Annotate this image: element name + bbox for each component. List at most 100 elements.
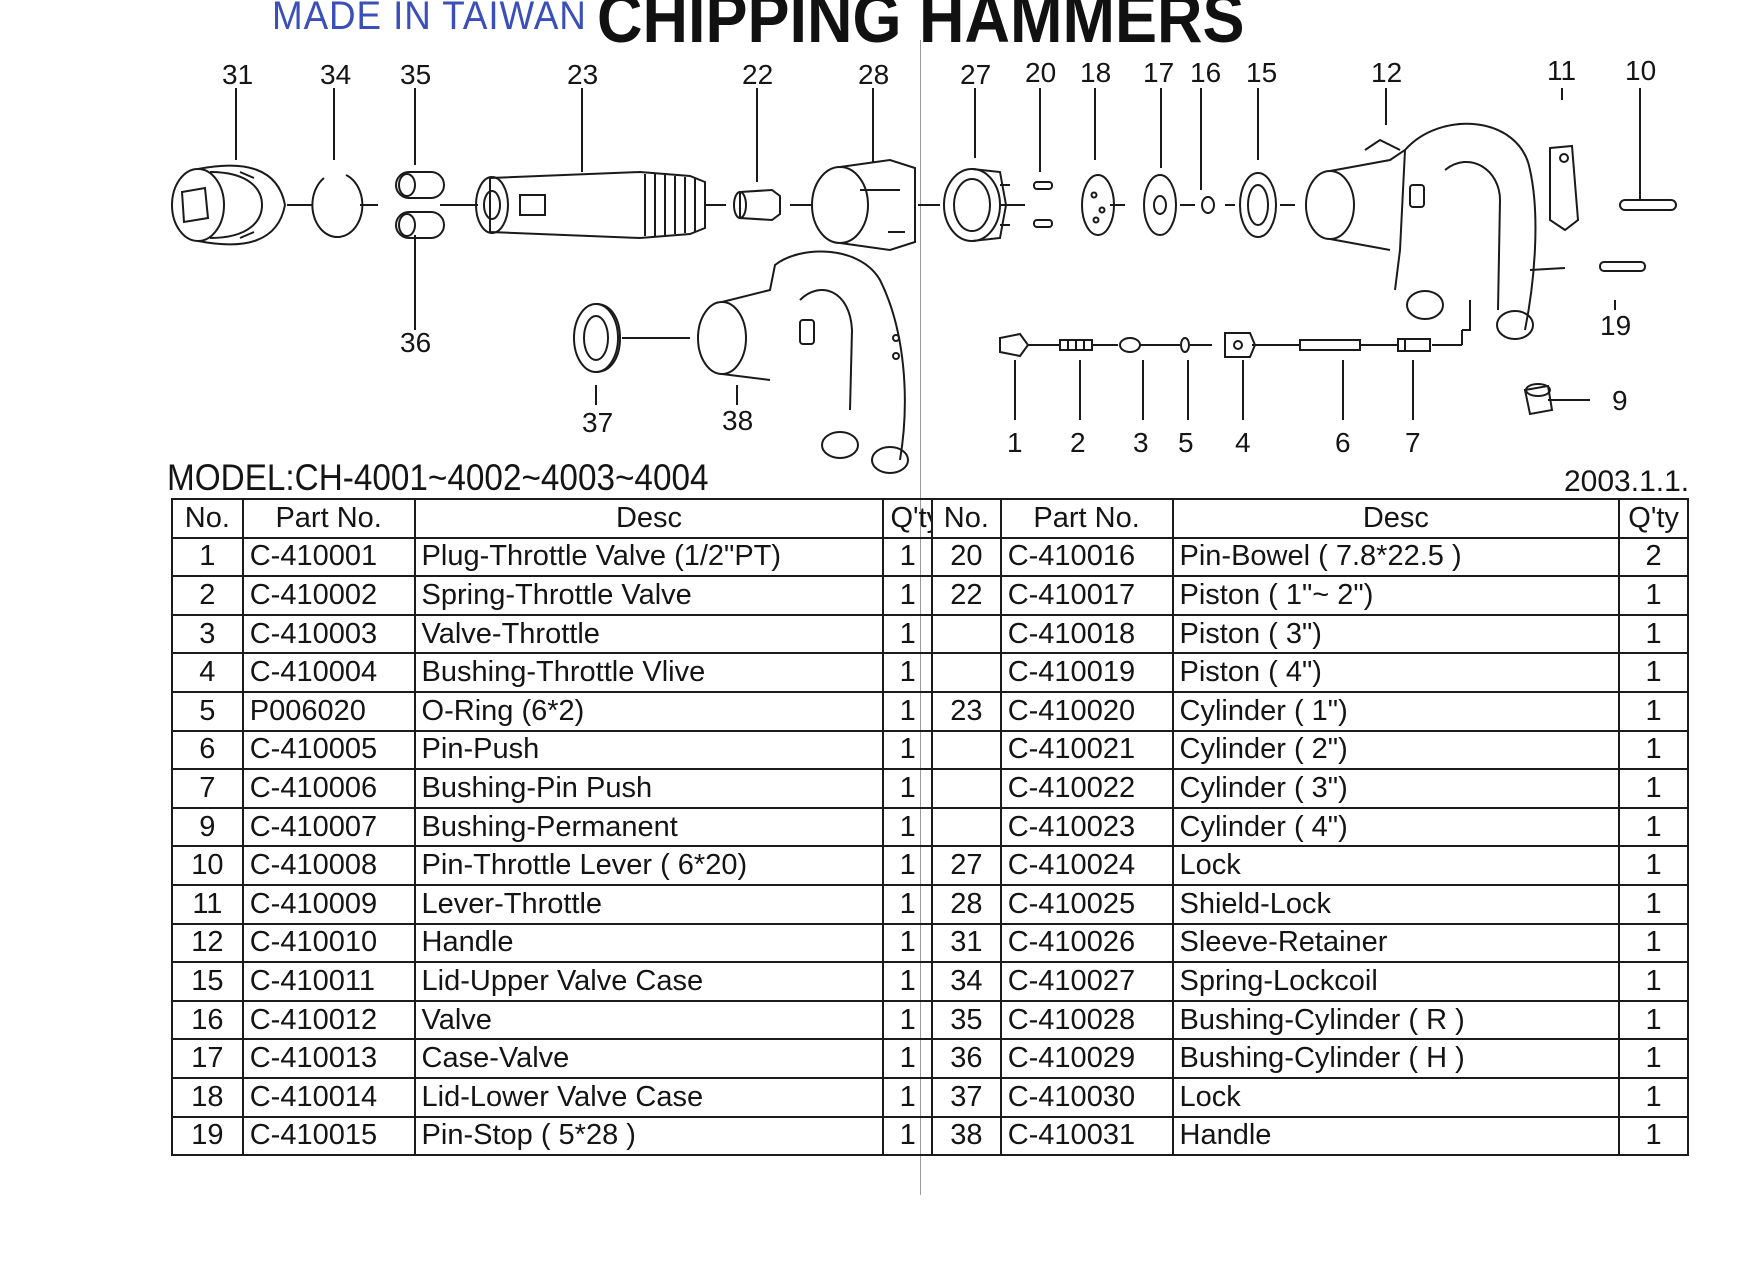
made-in-taiwan-stamp: MADE IN TAIWAN [272, 0, 587, 38]
cell-l-desc: Bushing-Throttle Vlive [413, 652, 885, 693]
cell-l-qty: 1 [882, 613, 933, 655]
cell-l-part: C-410009 [241, 883, 416, 925]
cell-l-desc: Valve-Throttle [413, 613, 885, 655]
callout-17: 17 [1143, 57, 1174, 88]
cell-r-qty: 1 [1618, 845, 1689, 886]
callout-7: 7 [1405, 427, 1421, 458]
callout-38: 38 [722, 405, 753, 436]
cell-l-qty: 1 [882, 999, 933, 1041]
cell-r-no: 23 [930, 690, 1002, 732]
callout-22: 22 [742, 59, 773, 90]
revision-date: 2003.1.1. [1564, 465, 1690, 498]
cell-r-desc: Lock [1171, 845, 1621, 886]
cell-r-desc: Lock [1171, 1076, 1621, 1118]
cell-r-no: 22 [930, 575, 1002, 616]
cell-l-desc: Handle [413, 922, 885, 964]
callout-16: 16 [1190, 57, 1221, 88]
cell-r-desc: Cylinder ( 4") [1171, 806, 1621, 848]
cell-l-no: 16 [171, 999, 244, 1041]
cell-r-part: C-410022 [999, 768, 1174, 809]
cell-r-desc: Pin-Bowel ( 7.8*22.5 ) [1171, 536, 1621, 578]
parts-table: No. Part No. Desc Q'ty No. Part No. Desc… [171, 498, 1689, 1157]
callout-35: 35 [400, 59, 431, 90]
callout-15: 15 [1246, 57, 1277, 88]
cell-r-desc: Cylinder ( 2") [1171, 729, 1621, 771]
callout-31: 31 [222, 59, 253, 90]
cell-l-qty: 1 [882, 1038, 933, 1079]
cell-r-no: 20 [930, 536, 1002, 578]
cell-r-desc: Shield-Lock [1171, 883, 1621, 925]
cell-r-part: C-410019 [999, 652, 1174, 693]
cell-r-no: 36 [930, 1038, 1002, 1079]
cell-r-qty: 1 [1618, 883, 1689, 925]
cell-l-part: C-410008 [241, 845, 416, 886]
cell-l-no: 5 [171, 690, 244, 732]
cell-l-qty: 1 [882, 806, 933, 848]
cell-l-desc: Case-Valve [413, 1038, 885, 1079]
cell-l-desc: Pin-Push [413, 729, 885, 771]
cell-l-qty: 1 [882, 690, 933, 732]
cell-l-no: 6 [171, 729, 244, 771]
cell-l-desc: Pin-Stop ( 5*28 ) [413, 1115, 885, 1157]
callout-36: 36 [400, 327, 431, 358]
cell-l-part: C-410003 [241, 613, 416, 655]
cell-r-qty: 1 [1618, 613, 1689, 655]
cell-l-desc: Lid-Lower Valve Case [413, 1076, 885, 1118]
cell-l-desc: Lid-Upper Valve Case [413, 961, 885, 1002]
cell-r-part: C-410025 [999, 883, 1174, 925]
cell-r-no [930, 768, 1002, 809]
cell-l-qty: 1 [882, 729, 933, 771]
model-line: MODEL:CH-4001~4002~4003~4004 [167, 457, 709, 498]
cell-r-qty: 1 [1618, 652, 1689, 693]
cell-r-qty: 1 [1618, 961, 1689, 1002]
callout-12: 12 [1371, 57, 1402, 88]
cell-l-part: C-410013 [241, 1038, 416, 1079]
cell-r-desc: Sleeve-Retainer [1171, 922, 1621, 964]
callout-10: 10 [1625, 55, 1656, 86]
cell-r-part: C-410027 [999, 961, 1174, 1002]
cell-r-no [930, 729, 1002, 771]
cell-r-no [930, 806, 1002, 848]
cell-r-no: 37 [930, 1076, 1002, 1118]
cell-l-no: 3 [171, 613, 244, 655]
cell-r-desc: Cylinder ( 1") [1171, 690, 1621, 732]
cell-r-no: 34 [930, 961, 1002, 1002]
callout-4: 4 [1235, 427, 1251, 458]
callout-28: 28 [858, 59, 889, 90]
cell-l-desc: Bushing-Permanent [413, 806, 885, 848]
cell-l-part: C-410015 [241, 1115, 416, 1157]
cell-l-no: 4 [171, 652, 244, 693]
cell-l-part: C-410002 [241, 575, 416, 616]
cell-r-qty: 1 [1618, 999, 1689, 1041]
cell-l-qty: 1 [882, 652, 933, 693]
cell-l-qty: 1 [882, 883, 933, 925]
cell-r-part: C-410026 [999, 922, 1174, 964]
callout-6: 6 [1335, 427, 1351, 458]
cell-r-part: C-410023 [999, 806, 1174, 848]
cell-l-desc: Lever-Throttle [413, 883, 885, 925]
cell-l-qty: 1 [882, 961, 933, 1002]
callout-20: 20 [1025, 57, 1056, 88]
cell-l-part: C-410005 [241, 729, 416, 771]
cell-r-qty: 2 [1618, 536, 1689, 578]
cell-r-no [930, 652, 1002, 693]
col-header-part-no-2: Part No. [999, 498, 1174, 539]
cell-l-qty: 1 [882, 1115, 933, 1157]
col-header-qty: Q'ty [882, 498, 933, 539]
cell-r-part: C-410024 [999, 845, 1174, 886]
cell-r-part: C-410031 [999, 1115, 1174, 1157]
callout-9: 9 [1612, 385, 1628, 416]
cell-r-part: C-410017 [999, 575, 1174, 616]
col-header-no-2: No. [930, 498, 1002, 539]
callout-labels: 31 34 35 36 23 22 28 27 20 18 17 16 15 1… [222, 55, 1656, 458]
cell-r-qty: 1 [1618, 575, 1689, 616]
cell-l-no: 19 [171, 1115, 244, 1157]
cell-r-qty: 1 [1618, 729, 1689, 771]
